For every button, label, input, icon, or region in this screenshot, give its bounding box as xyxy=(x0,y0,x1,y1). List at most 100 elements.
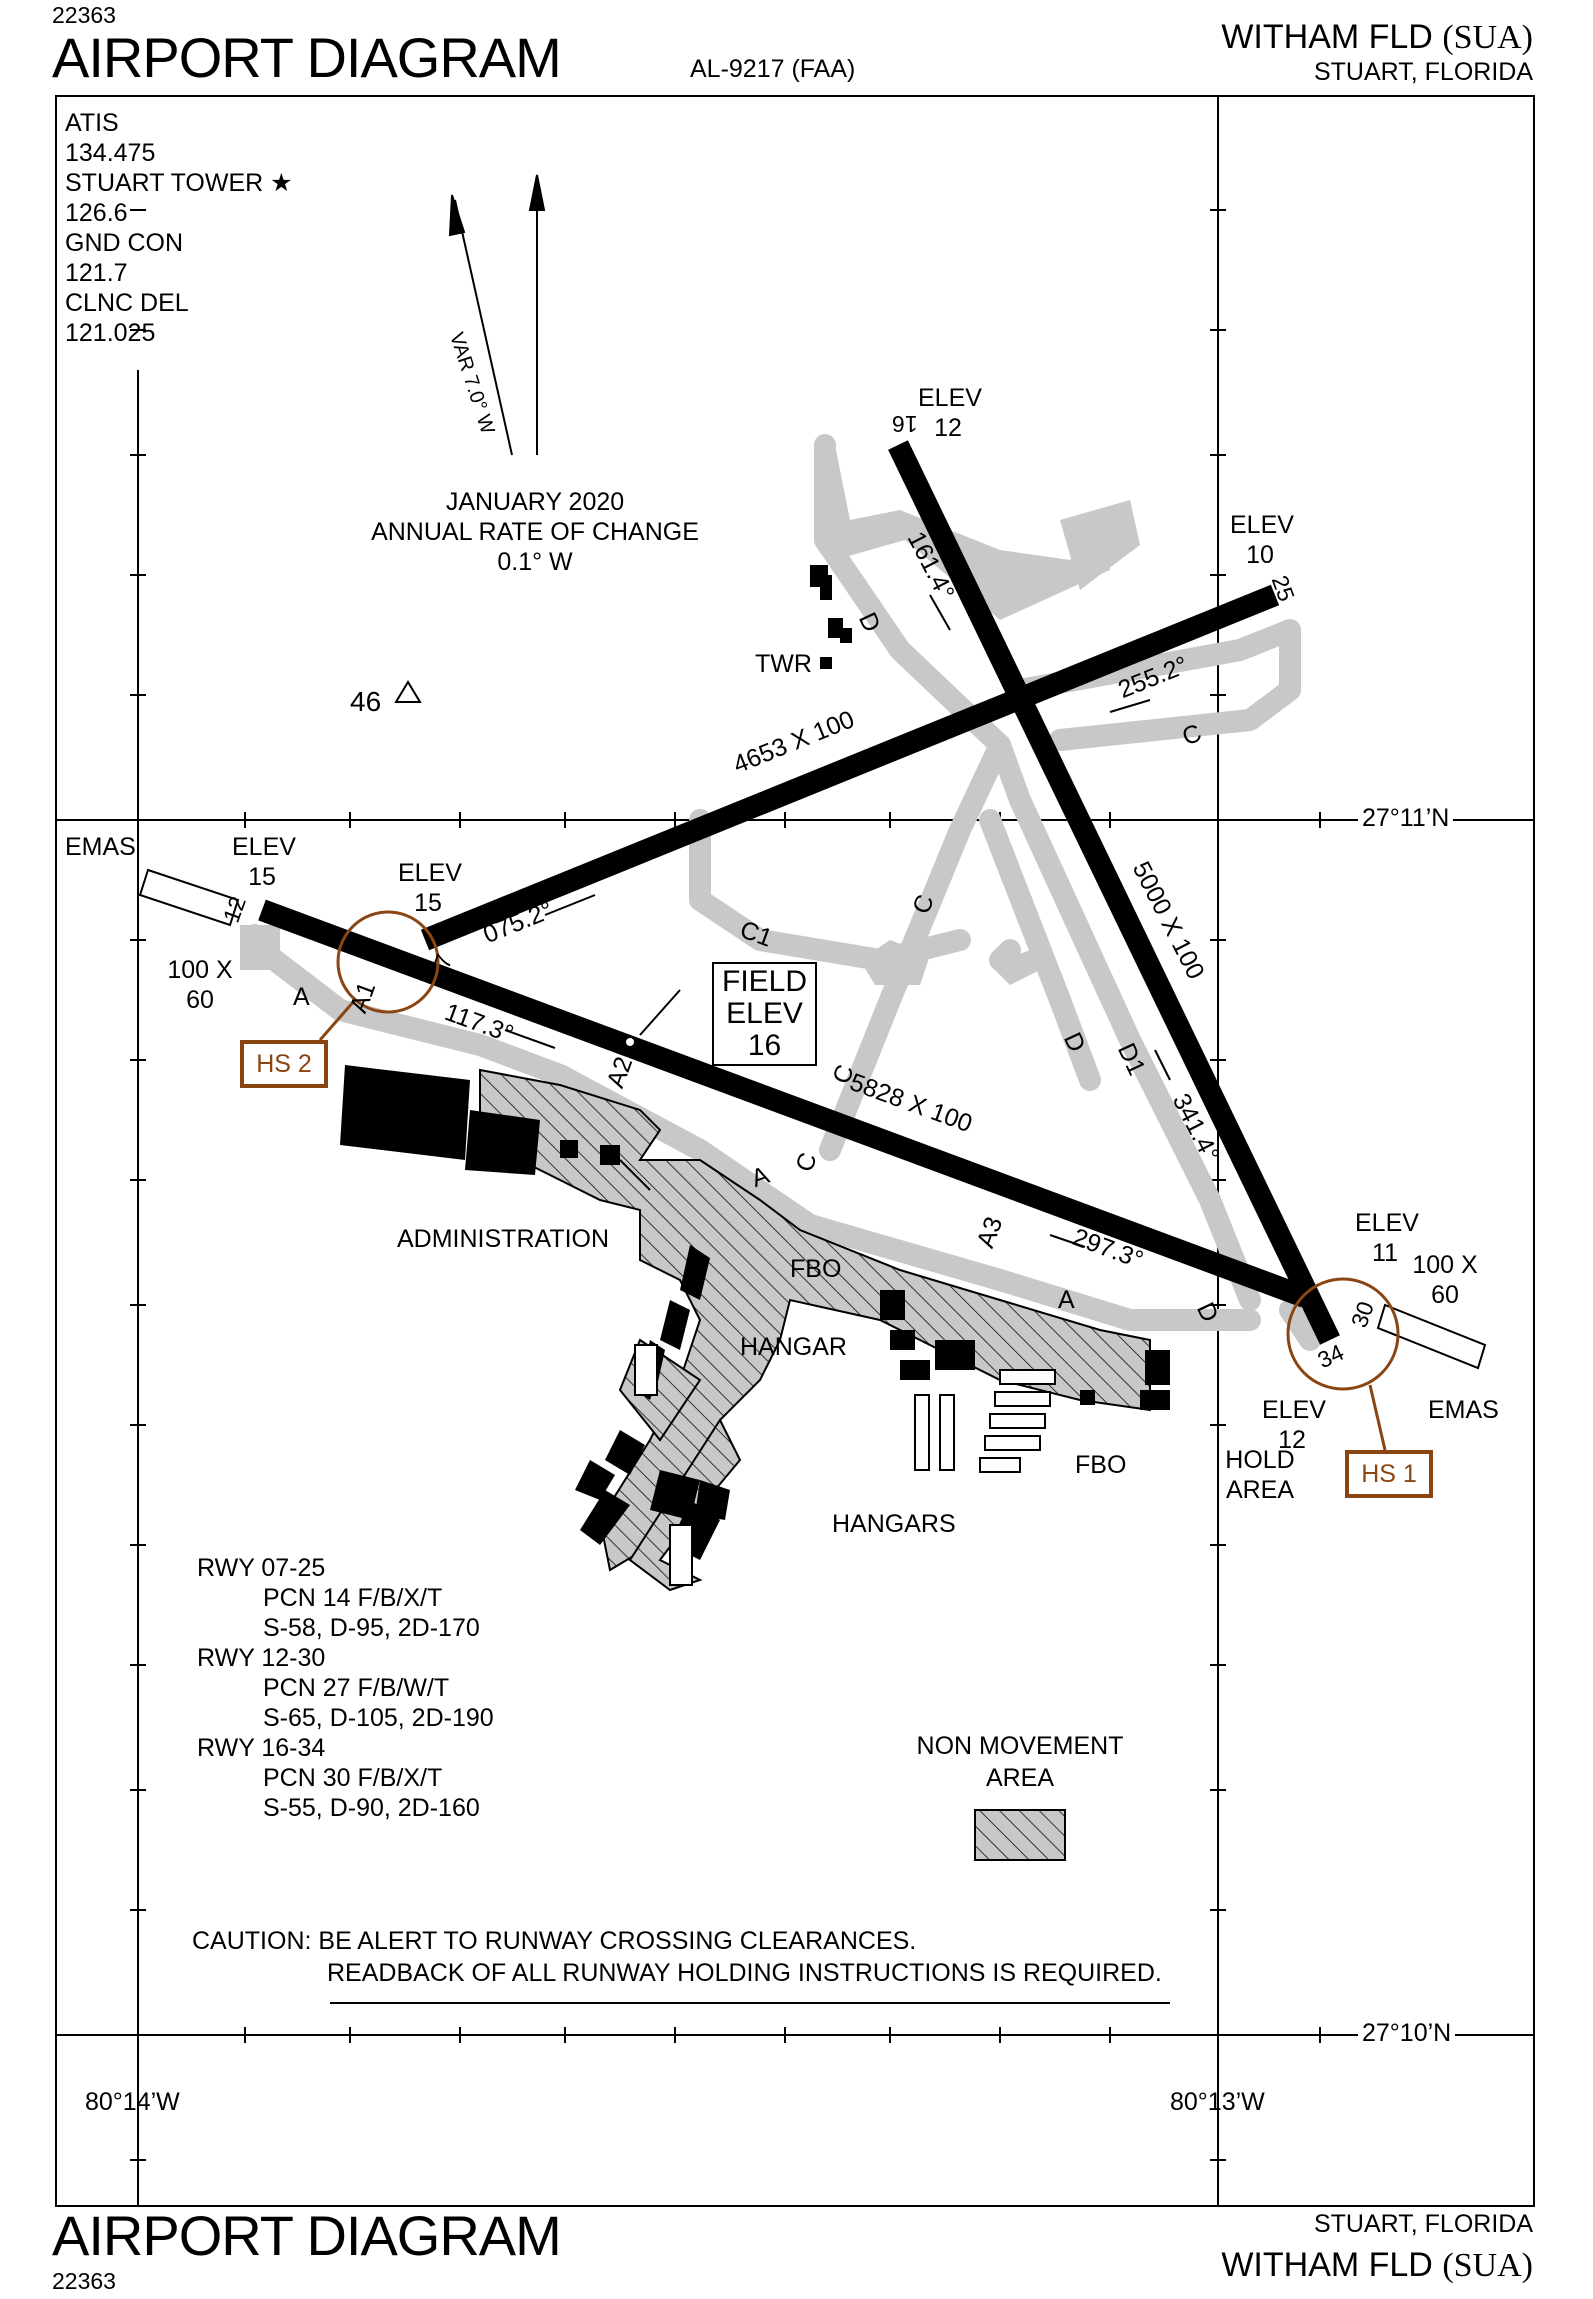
obstacle-symbol xyxy=(394,680,422,703)
elev-12-label: ELEV xyxy=(232,833,296,861)
airport-name-bottom: WITHAM FLD xyxy=(1221,2246,1433,2284)
runway-07-25 xyxy=(420,584,1280,951)
elev-25-label: ELEV xyxy=(1230,511,1294,539)
hold-area-label1: HOLD xyxy=(1225,1446,1295,1474)
airport-title-top: WITHAM FLD (SUA) xyxy=(1221,20,1533,55)
freq-gnd: 121.7 xyxy=(65,259,128,287)
taxiway-a-1: A xyxy=(293,983,310,1011)
pcn-07-25-gear: S-58, D-95, 2D-170 xyxy=(263,1614,480,1642)
legend-line1: NON MOVEMENT xyxy=(916,1732,1124,1760)
taxiway-patches xyxy=(240,445,1140,985)
legend-line2: AREA xyxy=(985,1764,1055,1792)
emas-west-dim2: 60 xyxy=(186,986,214,1014)
freq-atis: 134.475 xyxy=(65,139,156,167)
caution-line2: READBACK OF ALL RUNWAY HOLDING INSTRUCTI… xyxy=(327,1959,1162,1987)
title-bottom: AIRPORT DIAGRAM xyxy=(52,2204,562,2267)
airport-code: (SUA) xyxy=(1442,19,1533,56)
twr-label: TWR xyxy=(755,650,812,678)
title-top: AIRPORT DIAGRAM xyxy=(52,26,562,89)
elev-07-value: 15 xyxy=(414,889,442,917)
airport-title-bottom: WITHAM FLD (SUA) xyxy=(1221,2248,1533,2283)
taxiway-a-3: A xyxy=(1058,1286,1075,1314)
pcn-rwy-16-34: RWY 16-34 xyxy=(197,1734,326,1762)
lat-south: 27°10’N xyxy=(1358,2021,1456,2046)
elev-30-value: 11 xyxy=(1372,1239,1398,1267)
map-frame xyxy=(55,95,1535,2207)
freq-clnc: 121.025 xyxy=(65,319,156,347)
field-elev-label2: ELEV xyxy=(726,997,803,1030)
pcn-07-25-value: PCN 14 F/B/X/T xyxy=(263,1584,443,1612)
elev-12-value: 15 xyxy=(248,863,276,891)
pcn-rwy-12-30: RWY 12-30 xyxy=(197,1644,326,1672)
elev-16-value: 12 xyxy=(934,414,962,442)
emas-west-label: EMAS xyxy=(65,833,136,861)
elev-34-value: 12 xyxy=(1278,1426,1306,1454)
taxiways xyxy=(244,434,1321,1351)
lon-east: 80°13’W xyxy=(1170,2088,1265,2116)
location-top: STUART, FLORIDA xyxy=(1313,58,1533,86)
hangar-label: HANGAR xyxy=(740,1333,847,1361)
grid-ticks xyxy=(130,209,1431,2161)
freq-gnd-name: GND CON xyxy=(65,229,184,257)
legend-non-movement: NON MOVEMENT AREA xyxy=(900,1730,1140,1794)
hotspot-circles xyxy=(318,910,1400,1451)
buildings xyxy=(340,565,1170,1560)
frequency-list: ATIS 134.475 STUART TOWER ★ 126.6 GND CO… xyxy=(65,108,293,348)
elev-07-label: ELEV xyxy=(398,859,462,887)
obstacle-height: 46 xyxy=(350,686,382,717)
emas-east-dim2: 60 xyxy=(1431,1281,1459,1309)
elev-30-label: ELEV xyxy=(1355,1209,1419,1237)
pcn-16-34-value: PCN 30 F/B/X/T xyxy=(263,1764,443,1792)
elev-16-label: ELEV xyxy=(918,384,982,412)
lat-north: 27°11’N xyxy=(1358,806,1454,831)
grid-lines xyxy=(55,95,1535,2207)
magnetic-change: JANUARY 2020 ANNUAL RATE OF CHANGE 0.1° … xyxy=(370,487,700,577)
field-elev-label1: FIELD xyxy=(722,965,808,998)
caution-note: CAUTION: BE ALERT TO RUNWAY CROSSING CLE… xyxy=(192,1925,1162,1989)
heading-arrows xyxy=(504,594,1171,1248)
freq-atis-name: ATIS xyxy=(65,109,119,137)
hold-area-label2: AREA xyxy=(1225,1476,1295,1504)
lon-west: 80°14’W xyxy=(85,2088,180,2116)
hangar-rows xyxy=(634,1344,1056,1586)
freq-tower: 126.6 xyxy=(65,199,128,227)
field-elev-value: 16 xyxy=(747,1029,782,1062)
emas-west-dim1: 100 X xyxy=(167,956,233,984)
elev-34-label: ELEV xyxy=(1262,1396,1326,1424)
hangars-label: HANGARS xyxy=(832,1510,956,1538)
mag-rate-label: ANNUAL RATE OF CHANGE xyxy=(371,518,699,546)
mag-date: JANUARY 2020 xyxy=(445,488,625,516)
administration-label: ADMINISTRATION xyxy=(397,1225,610,1253)
pcn-table: RWY 07-25 PCN 14 F/B/X/T S-58, D-95, 2D-… xyxy=(197,1553,494,1823)
mag-rate-value: 0.1° W xyxy=(497,548,573,576)
magnetic-arrows xyxy=(448,174,546,456)
apron-hatched xyxy=(479,1068,1151,1592)
field-elev-point xyxy=(624,1036,636,1048)
pcn-16-34-gear: S-55, D-90, 2D-160 xyxy=(263,1794,480,1822)
emas-east-dim1: 100 X xyxy=(1412,1251,1478,1279)
pcn-rwy-07-25: RWY 07-25 xyxy=(197,1554,326,1582)
elev-25-value: 10 xyxy=(1246,541,1274,569)
fbo-label-1: FBO xyxy=(790,1255,842,1283)
hotspot-hs2[interactable]: HS 2 xyxy=(240,1040,328,1088)
chart-number-bottom: 22363 xyxy=(52,2268,116,2294)
freq-clnc-name: CLNC DEL xyxy=(65,289,189,317)
hotspot-hs1[interactable]: HS 1 xyxy=(1345,1450,1433,1498)
airport-code-bottom: (SUA) xyxy=(1442,2247,1533,2284)
field-elevation-box: FIELD ELEV 16 xyxy=(712,962,818,1066)
legend-hatch-box xyxy=(974,1809,1066,1861)
airport-name: WITHAM FLD xyxy=(1221,18,1433,56)
freq-tower-name: STUART TOWER ★ xyxy=(65,169,293,197)
pcn-12-30-value: PCN 27 F/B/W/T xyxy=(263,1674,450,1702)
pcn-12-30-gear: S-65, D-105, 2D-190 xyxy=(263,1704,494,1732)
